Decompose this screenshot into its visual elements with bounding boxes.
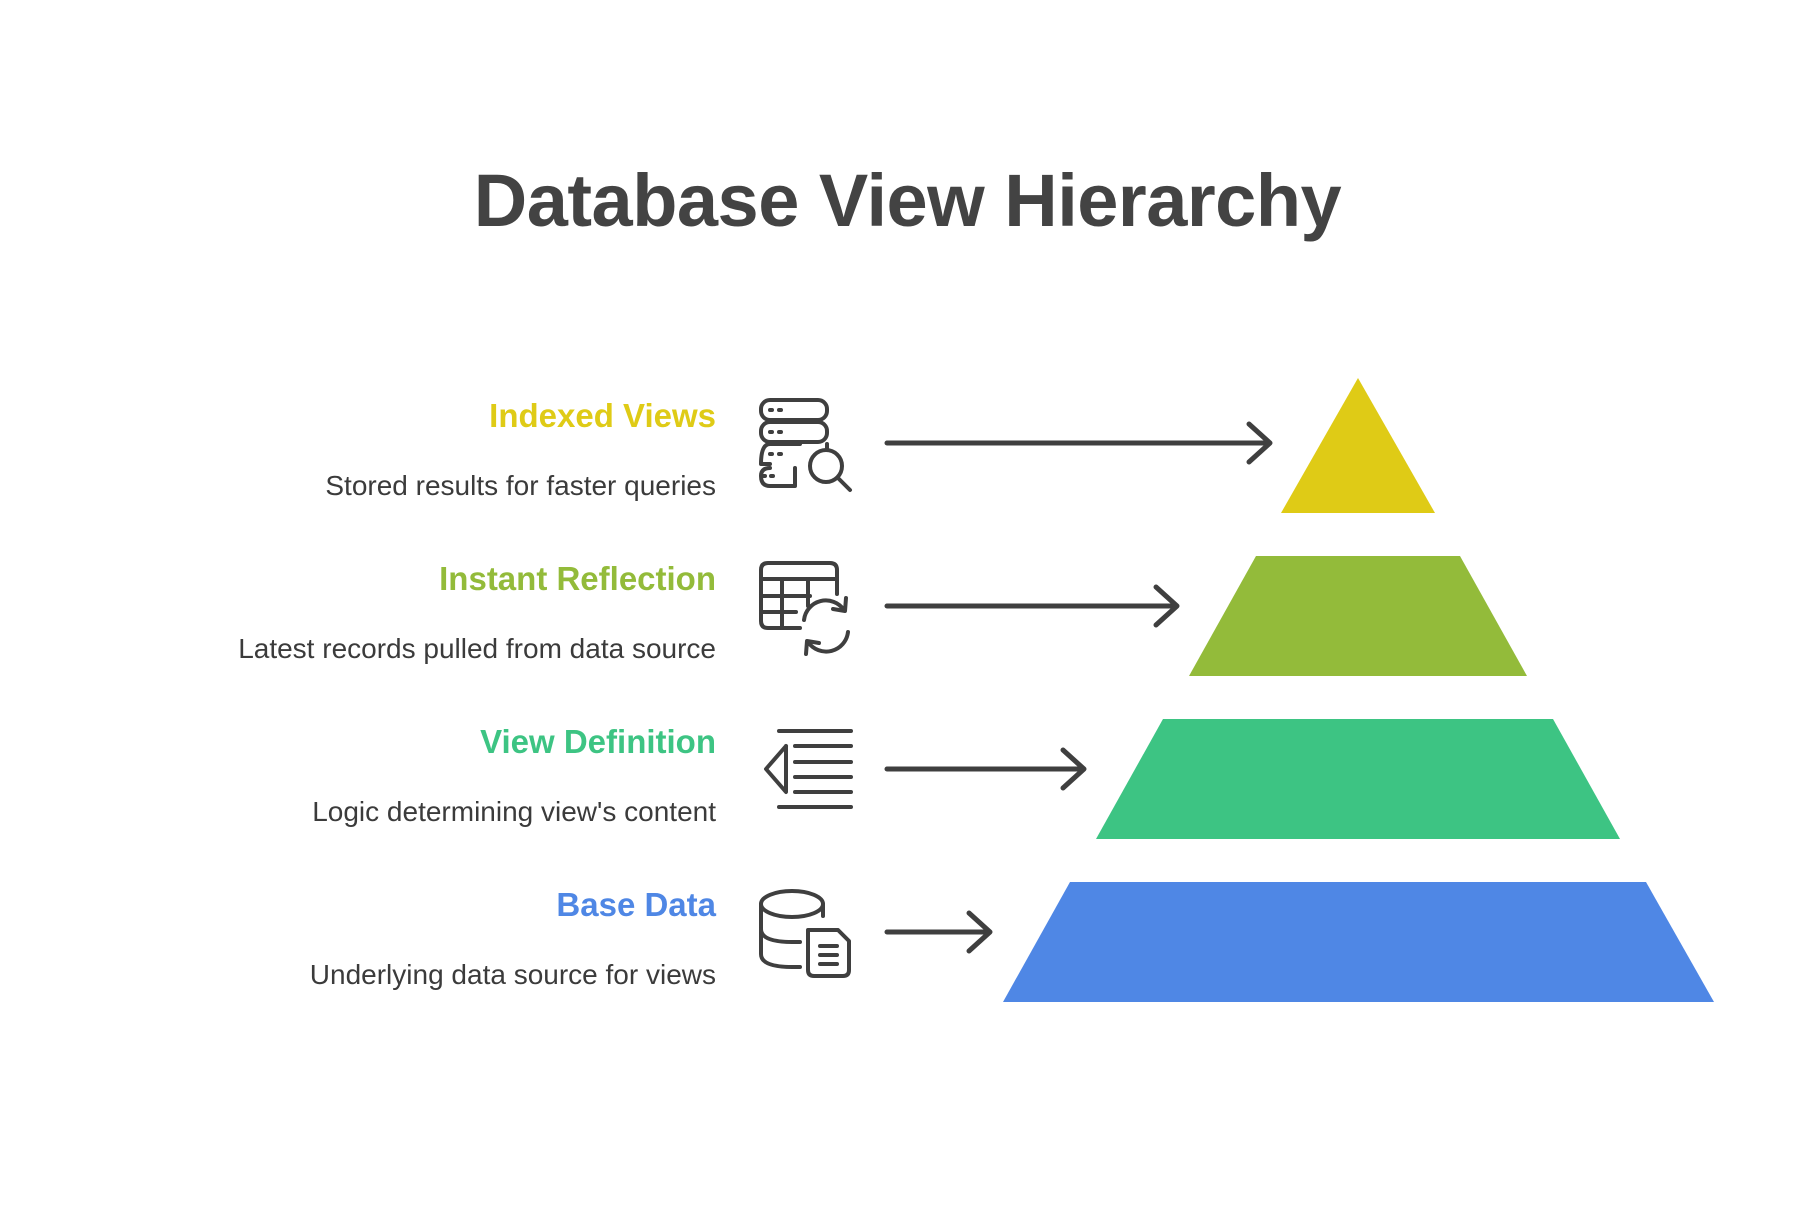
diagram-title: Database View Hierarchy bbox=[473, 159, 1342, 242]
indent-list-icon bbox=[764, 729, 853, 809]
level-description-indexed-views: Stored results for faster queries bbox=[325, 470, 716, 501]
arrow-view-definition bbox=[884, 747, 1087, 791]
level-description-view-definition: Logic determining view's content bbox=[312, 796, 716, 827]
arrow-base-data bbox=[884, 910, 993, 954]
arrow-indexed-views bbox=[884, 421, 1273, 465]
database-search-icon bbox=[759, 398, 852, 492]
level-title-view-definition: View Definition bbox=[480, 723, 716, 760]
arrow-instant-reflection bbox=[884, 584, 1180, 628]
pyramid-tier-view-definition bbox=[1096, 719, 1620, 839]
database-document-icon bbox=[759, 889, 851, 978]
pyramid-tier-indexed-views bbox=[1281, 378, 1435, 513]
pyramid-tier-instant-reflection bbox=[1189, 556, 1527, 676]
level-description-base-data: Underlying data source for views bbox=[309, 959, 716, 990]
table-refresh-icon bbox=[759, 561, 850, 656]
level-title-indexed-views: Indexed Views bbox=[489, 397, 716, 434]
level-title-instant-reflection: Instant Reflection bbox=[439, 560, 716, 597]
pyramid-tier-base-data bbox=[1003, 882, 1714, 1002]
level-description-instant-reflection: Latest records pulled from data source bbox=[238, 633, 716, 664]
level-title-base-data: Base Data bbox=[556, 886, 716, 923]
